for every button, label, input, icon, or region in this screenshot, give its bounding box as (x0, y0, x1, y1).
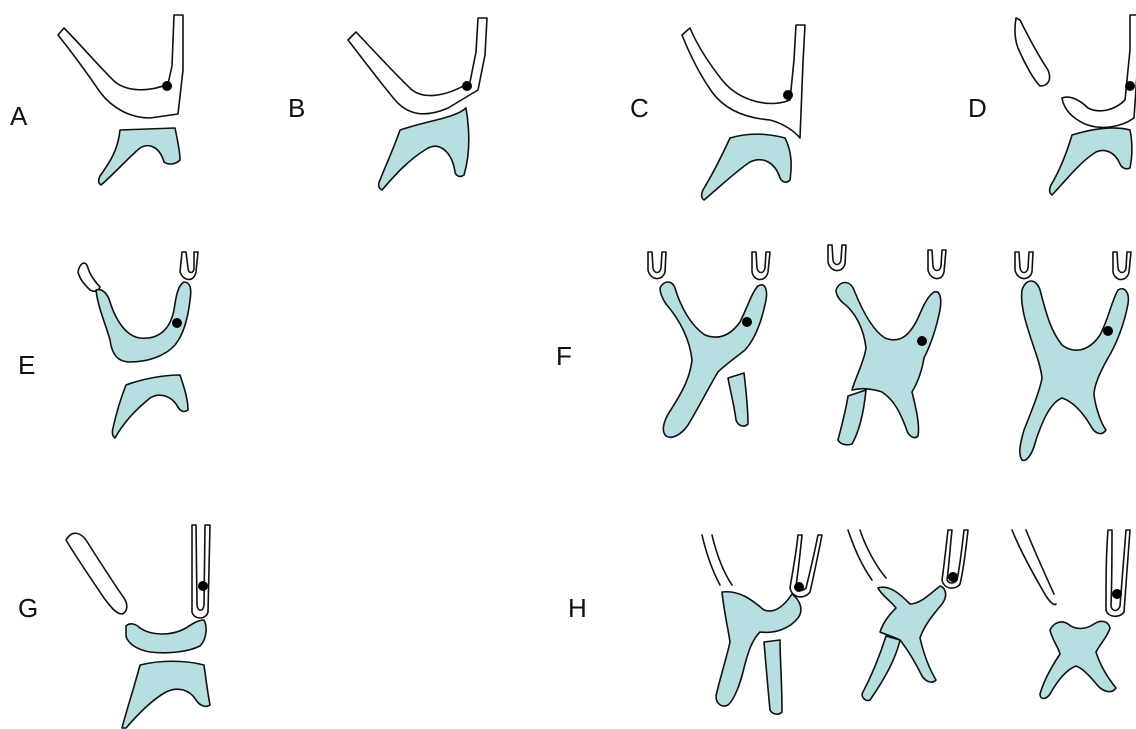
panel-f2-dot (917, 336, 927, 346)
panel-g-middle-shape (126, 620, 206, 653)
panel-g-right-tube (192, 525, 210, 618)
panel-e-dot (172, 318, 182, 328)
panel-h-drawing-3 (1012, 530, 1130, 699)
panel-h2-left-line (848, 530, 886, 580)
panel-f2-left-tube (828, 245, 846, 271)
panel-h1-fragment (764, 640, 782, 714)
panel-c-upper-outline (682, 25, 805, 138)
panel-d-upper-right-outline (1062, 15, 1136, 127)
panel-e-drawing (78, 252, 198, 438)
panel-b-drawing (348, 18, 487, 190)
panel-e-left-tube (78, 263, 100, 291)
panel-h1-dot (794, 582, 804, 592)
panel-f2-fragment (838, 390, 866, 445)
panel-f-drawing-2 (828, 245, 946, 445)
panel-g-drawing (66, 525, 210, 728)
panel-e-right-tube (180, 252, 198, 280)
panel-a-dot (162, 81, 172, 91)
panel-e-lower-shape (112, 375, 188, 438)
panel-f2-right-tube (928, 250, 946, 279)
panel-h2-fragment (862, 636, 900, 701)
panel-h1-y-shape (716, 592, 801, 706)
panel-f1-fragment (728, 373, 748, 426)
panel-f3-x-shape (1020, 281, 1129, 460)
panel-f3-left-tube (1015, 252, 1033, 279)
panel-g-dot (198, 581, 208, 591)
panel-h-drawing-2 (848, 530, 968, 701)
panel-b-upper-outline (348, 18, 487, 114)
panel-d-dot (1125, 81, 1135, 91)
panel-f1-left-tube (648, 252, 666, 279)
panel-h1-left-line (702, 535, 732, 585)
panel-d-lower-shape (1050, 128, 1132, 195)
panel-a-drawing (58, 15, 183, 185)
panel-f1-right-tube (752, 252, 770, 280)
panel-c-dot (783, 90, 793, 100)
panel-f1-dot (742, 317, 752, 327)
panel-a-upper-outline (58, 15, 183, 118)
panel-f1-y-shape (660, 282, 767, 437)
panel-f3-dot (1103, 326, 1113, 336)
panel-f-drawing-1 (648, 252, 770, 437)
panel-g-lower-shape (122, 661, 210, 728)
panel-d-drawing (1015, 15, 1136, 195)
panel-f-drawing-3 (1015, 252, 1131, 460)
panel-h-drawing-1 (702, 535, 822, 714)
panel-h3-right-tube (1106, 530, 1130, 616)
panel-c-lower-shape (702, 134, 792, 200)
panel-d-upper-left-outline (1015, 18, 1050, 86)
panel-h3-left-line (1012, 530, 1056, 605)
panel-b-lower-shape (379, 108, 469, 190)
panel-b-dot (462, 81, 472, 91)
panel-h2-dot (948, 572, 958, 582)
panel-g-left-tube (66, 533, 127, 614)
panel-h3-x-shape (1040, 621, 1116, 698)
panel-a-lower-shape (99, 128, 180, 185)
panel-f3-right-tube (1113, 252, 1131, 280)
panel-c-drawing (682, 25, 805, 200)
panel-h3-dot (1112, 589, 1122, 599)
